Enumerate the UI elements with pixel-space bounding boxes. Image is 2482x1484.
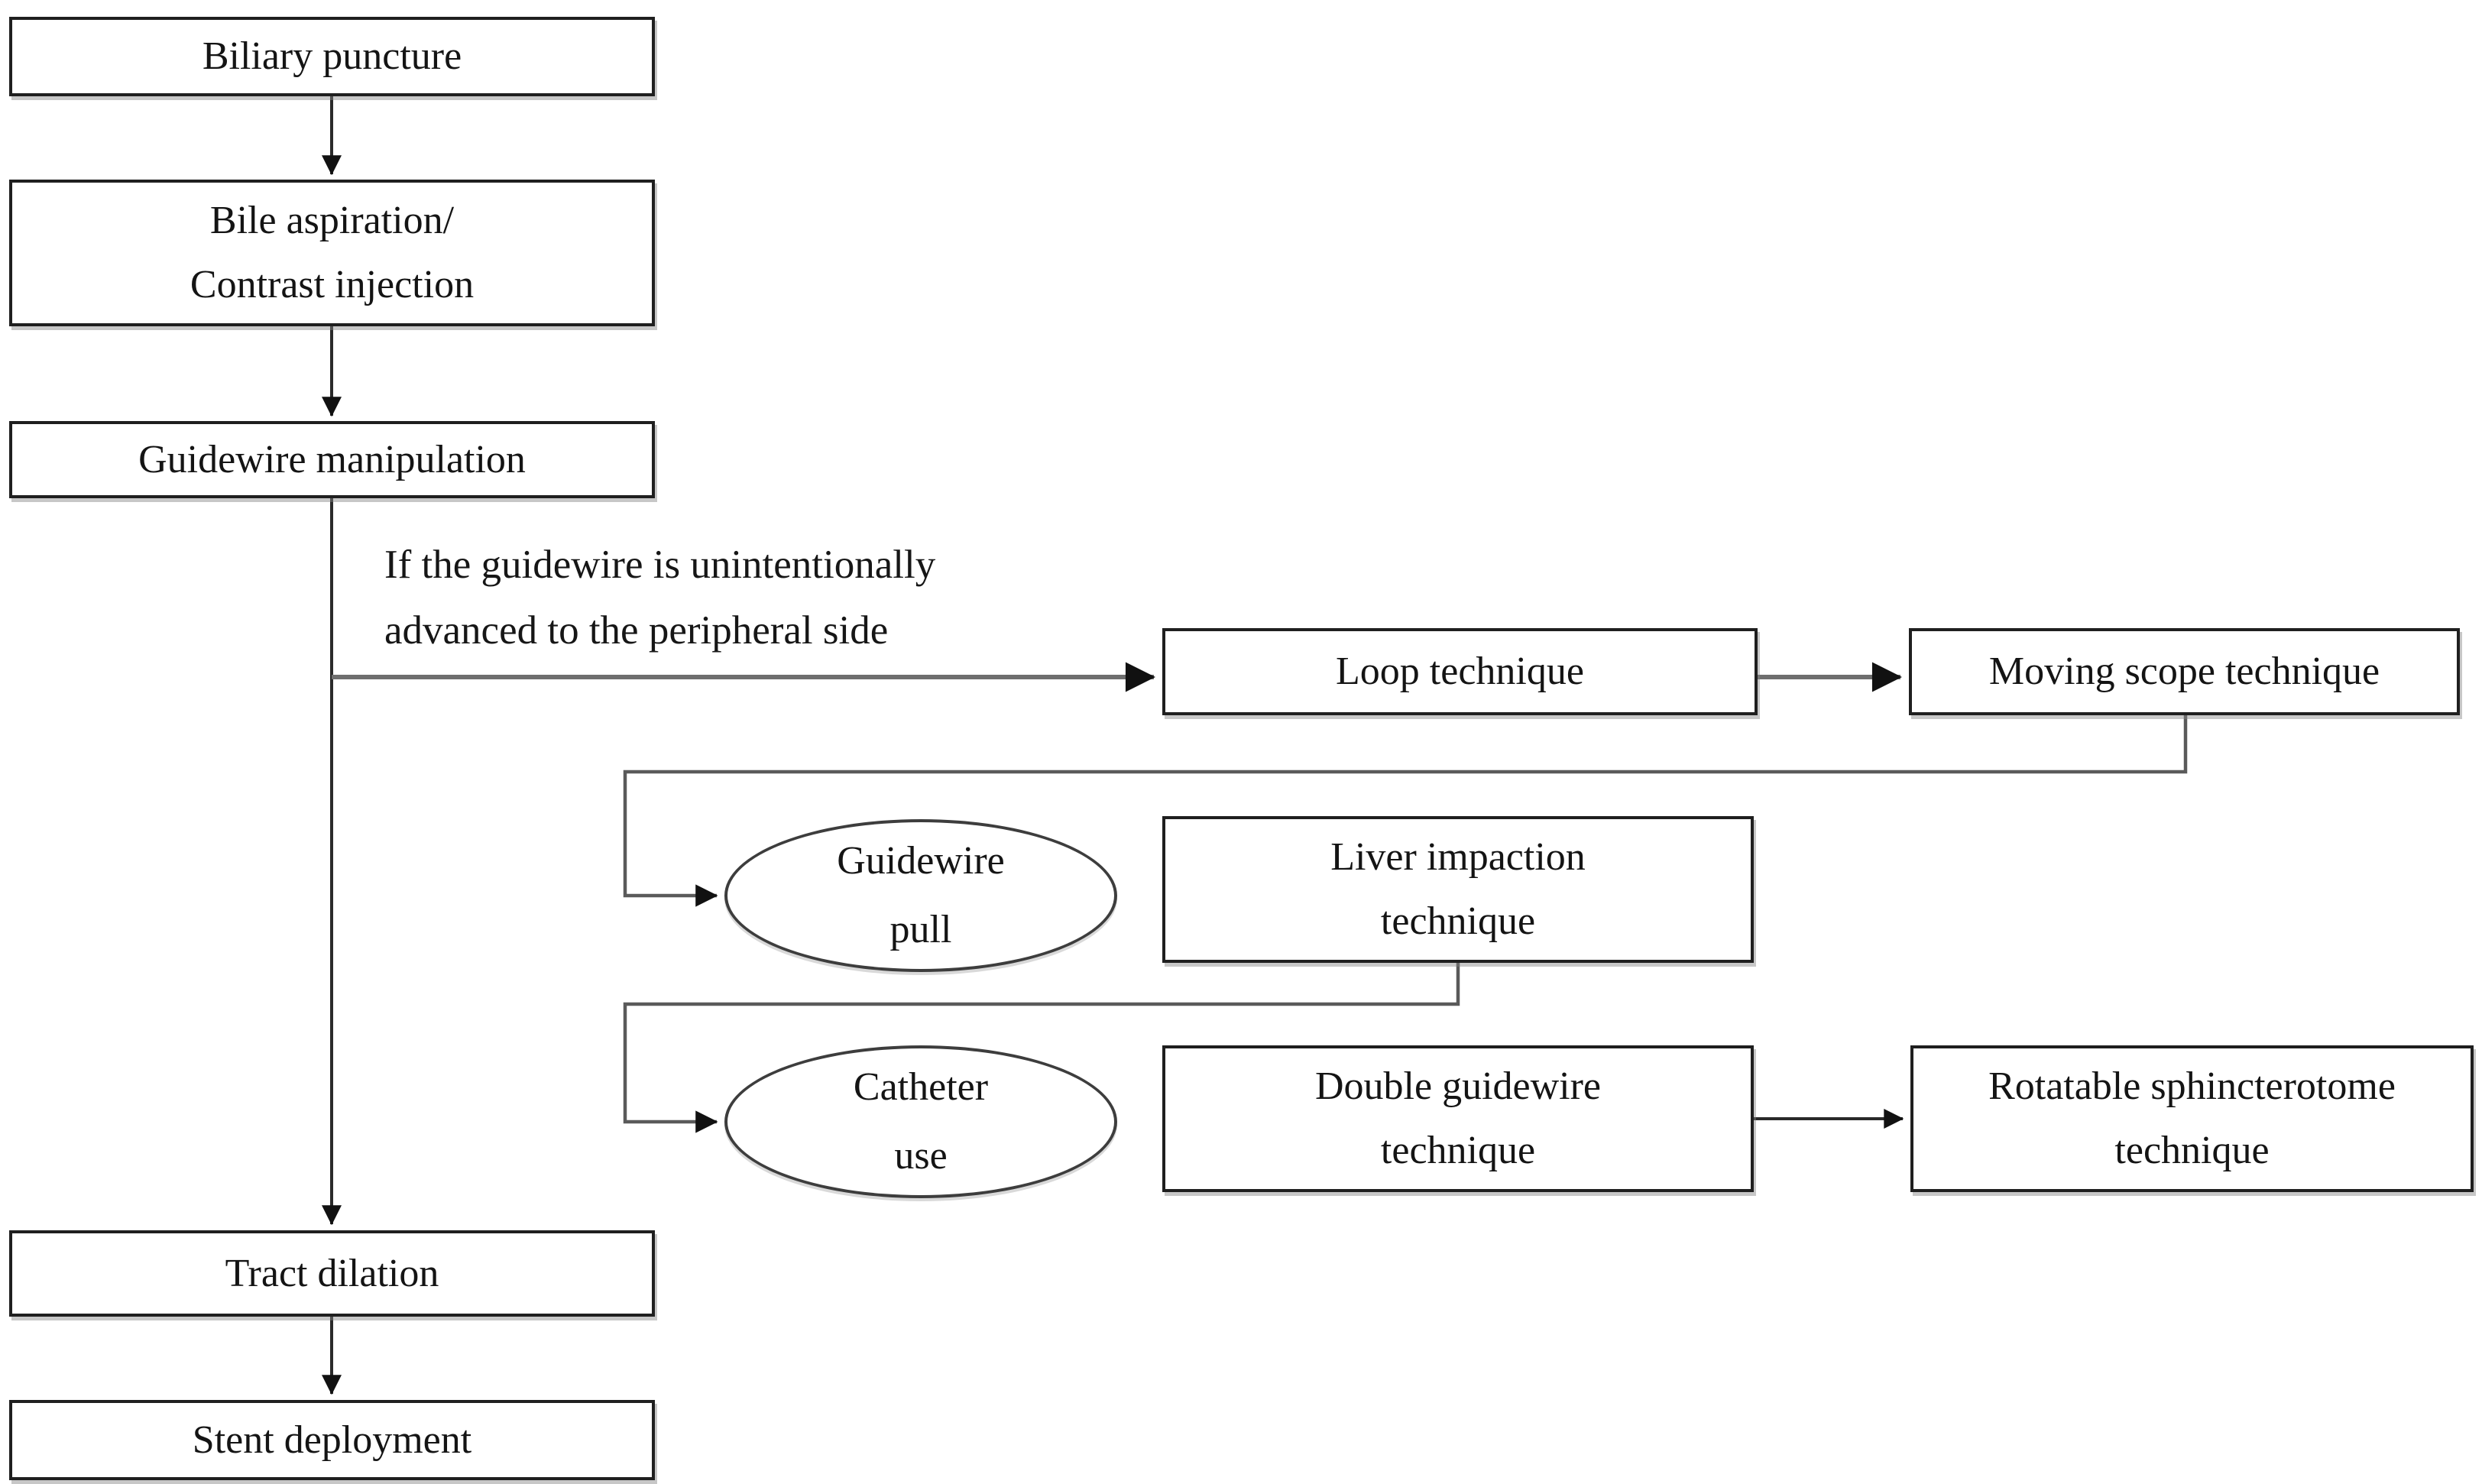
node-label: Loop technique — [1336, 650, 1584, 693]
node-label: Bile aspiration/ Contrast injection — [190, 199, 475, 306]
node-label: Guidewire pull — [837, 839, 1005, 951]
node-stent-deployment: Stent deployment — [9, 1400, 655, 1480]
arrow-moving-to-guidewire-pull — [623, 715, 2188, 907]
node-label: Stent deployment — [192, 1418, 472, 1462]
node-label: Guidewire manipulation — [138, 437, 526, 481]
node-catheter-use: Catheter use — [724, 1045, 1117, 1198]
node-label: Liver impaction technique — [1330, 835, 1586, 943]
node-biliary-puncture: Biliary puncture — [9, 17, 655, 96]
node-label: Double guidewire technique — [1314, 1064, 1601, 1172]
node-label: Moving scope technique — [1988, 650, 2380, 693]
node-label: Tract dilation — [225, 1251, 439, 1295]
node-label: Catheter use — [853, 1065, 989, 1178]
branch-condition-note: If the guidewire is unintentionally adva… — [384, 543, 936, 653]
node-loop-technique: Loop technique — [1162, 628, 1758, 715]
node-label: Biliary puncture — [202, 34, 462, 78]
node-guidewire-manipulation: Guidewire manipulation — [9, 421, 655, 498]
node-double-guidewire-technique: Double guidewire technique — [1162, 1045, 1754, 1192]
node-tract-dilation: Tract dilation — [9, 1230, 655, 1317]
node-liver-impaction-technique: Liver impaction technique — [1162, 816, 1754, 963]
node-guidewire-pull: Guidewire pull — [724, 819, 1117, 972]
node-label: Rotatable sphincterotome technique — [1988, 1064, 2396, 1172]
arrow-liver-to-catheter-use — [623, 963, 1460, 1133]
node-moving-scope-technique: Moving scope technique — [1909, 628, 2460, 715]
node-bile-aspiration-contrast-injection: Bile aspiration/ Contrast injection — [9, 180, 655, 326]
node-rotatable-sphincterotome-technique: Rotatable sphincterotome technique — [1910, 1045, 2474, 1192]
